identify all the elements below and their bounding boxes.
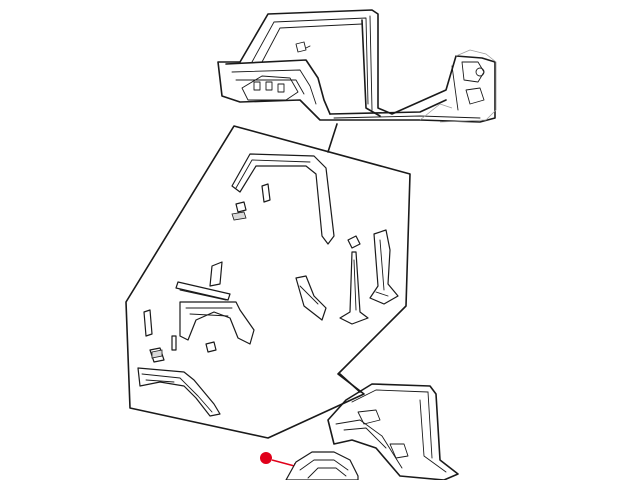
callout-highlight <box>260 451 359 480</box>
small-part-4 <box>205 341 217 353</box>
bracket-part-1 <box>347 235 361 249</box>
quarter-outer-lower-part <box>137 367 221 417</box>
pillar-inner-part <box>339 251 369 325</box>
quarter-inner-part <box>295 275 327 321</box>
clip-part-1 <box>261 183 271 203</box>
roof-rail-part <box>231 153 335 245</box>
small-part-1 <box>143 309 153 337</box>
small-part-3 <box>171 335 177 351</box>
exploded-parts <box>137 153 399 417</box>
rail-strip-part <box>175 281 231 301</box>
bracket-part-2 <box>209 261 223 287</box>
wheelhouse-inner-part <box>179 301 255 345</box>
clip-part-3 <box>231 211 247 221</box>
rear-quarter-assembly-bottom <box>327 383 459 480</box>
pillar-reinforce-part <box>369 229 399 305</box>
exploded-view-frame <box>125 125 411 439</box>
clip-part-2 <box>235 201 247 213</box>
body-side-assembly-top <box>217 9 497 123</box>
leader-line-top <box>327 123 338 153</box>
leader-line-bottom <box>339 373 361 393</box>
wheelhouse-highlight-part <box>285 451 359 480</box>
callout-marker-dot <box>260 452 272 464</box>
